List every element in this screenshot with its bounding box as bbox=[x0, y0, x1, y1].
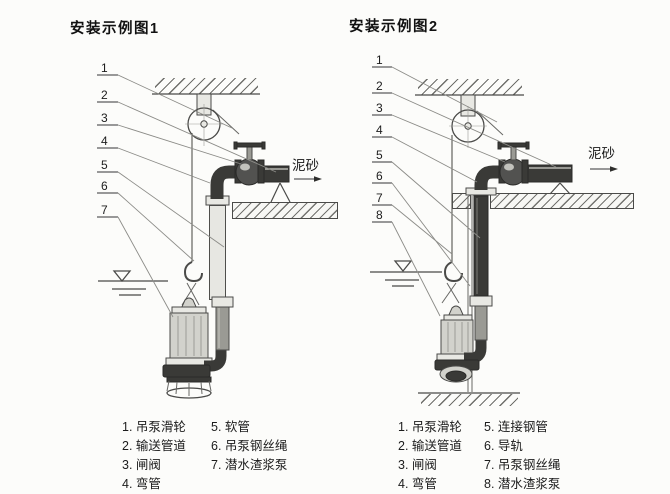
svg-text:5: 5 bbox=[101, 158, 108, 172]
fig1-gate-valve bbox=[233, 141, 266, 186]
fig2-pump bbox=[434, 305, 487, 383]
fig2-gate-valve bbox=[497, 141, 530, 186]
fig1-flow-text: 泥砂 bbox=[292, 158, 319, 173]
fig2-platform-right bbox=[490, 193, 634, 209]
legend-item: 2. 输送管道 bbox=[398, 439, 462, 453]
fig2-top-elbow bbox=[474, 165, 500, 190]
legend-item: 5. 连接钢管 bbox=[484, 420, 548, 434]
svg-text:4: 4 bbox=[376, 123, 383, 137]
fig2-flow-label: 泥砂 bbox=[588, 146, 618, 172]
legend-item: 6. 吊泵钢丝绳 bbox=[211, 439, 288, 453]
svg-text:3: 3 bbox=[376, 101, 383, 115]
fig1-callout-7: 7 bbox=[97, 203, 174, 318]
fig1-discharge-column bbox=[205, 165, 236, 351]
legend-item: 5. 软管 bbox=[211, 420, 250, 434]
fig1-callout-6: 6 bbox=[97, 179, 195, 262]
fig2-pipe-support bbox=[549, 182, 571, 195]
fig1-ceiling-hatch bbox=[155, 78, 258, 94]
svg-text:4: 4 bbox=[101, 134, 108, 148]
legend-item: 7. 吊泵钢丝绳 bbox=[484, 458, 561, 472]
fig1-callout-3: 3 bbox=[97, 111, 242, 165]
fig1-callout-5: 5 bbox=[97, 158, 225, 248]
fig2-drawing: 泥砂 1 2 3 4 bbox=[370, 53, 618, 394]
fig2-steel-pipe-column bbox=[465, 165, 500, 341]
fig1-hook bbox=[183, 261, 203, 283]
svg-text:6: 6 bbox=[101, 179, 108, 193]
svg-text:2: 2 bbox=[101, 88, 108, 102]
svg-text:1: 1 bbox=[101, 61, 108, 75]
legend-item: 7. 潜水渣浆泵 bbox=[211, 458, 288, 472]
fig2-callout-7: 7 bbox=[372, 191, 453, 255]
svg-text:3: 3 bbox=[101, 111, 108, 125]
svg-text:2: 2 bbox=[376, 79, 383, 93]
fig2-legend-col2: 5. 连接钢管 6. 导轨 7. 吊泵钢丝绳 8. 潜水渣浆泵 bbox=[484, 418, 560, 494]
legend-item: 6. 导轨 bbox=[484, 439, 523, 453]
fig1-pipe-support bbox=[270, 182, 291, 203]
fig2-flow-text: 泥砂 bbox=[588, 146, 615, 161]
fig1-legend-col1: 1. 吊泵滑轮 2. 输送管道 3. 闸阀 4. 弯管 bbox=[122, 418, 186, 494]
legend-item: 2. 输送管道 bbox=[122, 439, 186, 453]
fig2-sling bbox=[441, 282, 460, 304]
fig1-top-elbow bbox=[210, 165, 236, 199]
fig1-callout-2: 2 bbox=[97, 88, 277, 173]
fig2-callout-5: 5 bbox=[372, 148, 481, 239]
svg-text:7: 7 bbox=[101, 203, 108, 217]
fig2-callout-4: 4 bbox=[372, 123, 478, 183]
fig2-hook bbox=[443, 261, 463, 283]
svg-text:5: 5 bbox=[376, 148, 383, 162]
fig2-callouts: 1 2 3 4 5 bbox=[372, 53, 557, 317]
fig2-title: 安装示例图2 bbox=[349, 19, 439, 35]
fig1-platform bbox=[232, 202, 338, 219]
fig2-callout-1: 1 bbox=[372, 53, 498, 123]
fig2-ground-hatch bbox=[421, 394, 518, 406]
fig1-bottom-elbow bbox=[204, 348, 227, 372]
fig1-strainer bbox=[166, 380, 212, 399]
fig2-delivery-pipe bbox=[527, 164, 573, 183]
fig1-pump bbox=[162, 297, 227, 399]
legend-item: 4. 弯管 bbox=[398, 477, 437, 491]
svg-text:1: 1 bbox=[376, 53, 383, 67]
fig2-bottom-elbow bbox=[464, 338, 487, 364]
fig1-drawing: 泥砂 1 2 3 4 bbox=[97, 61, 322, 399]
fig1-water-level-icon bbox=[98, 270, 168, 296]
fig1-flow-label: 泥砂 bbox=[292, 158, 322, 182]
fig2-callout-2: 2 bbox=[372, 79, 557, 168]
legend-item: 1. 吊泵滑轮 bbox=[398, 420, 462, 434]
fig2-callout-8: 8 bbox=[372, 208, 441, 317]
legend-item: 3. 闸阀 bbox=[398, 458, 437, 472]
fig1-callout-4: 4 bbox=[97, 134, 211, 184]
svg-text:6: 6 bbox=[376, 169, 383, 183]
fig1-pulley bbox=[185, 93, 240, 146]
svg-text:8: 8 bbox=[376, 208, 383, 222]
legend-item: 4. 弯管 bbox=[122, 477, 161, 491]
legend-item: 1. 吊泵滑轮 bbox=[122, 420, 186, 434]
fig2-ceiling-hatch bbox=[418, 79, 522, 95]
fig2-callout-6: 6 bbox=[372, 169, 471, 287]
fig1-legend-col2: 5. 软管 6. 吊泵钢丝绳 7. 潜水渣浆泵 bbox=[211, 418, 287, 475]
legend-item: 3. 闸阀 bbox=[122, 458, 161, 472]
fig2-water-level-icon bbox=[370, 260, 442, 287]
svg-text:7: 7 bbox=[376, 191, 383, 205]
fig1-title: 安装示例图1 bbox=[70, 21, 160, 37]
fig1-callouts: 1 2 3 4 5 bbox=[97, 61, 277, 318]
fig2-legend-col1: 1. 吊泵滑轮 2. 输送管道 3. 闸阀 4. 弯管 bbox=[398, 418, 462, 494]
fig1-delivery-pipe bbox=[263, 165, 290, 183]
fig2-callout-3: 3 bbox=[372, 101, 506, 163]
legend-item: 8. 潜水渣浆泵 bbox=[484, 477, 561, 491]
fig1-callout-1: 1 bbox=[97, 61, 233, 129]
fig2-pulley bbox=[449, 94, 504, 148]
